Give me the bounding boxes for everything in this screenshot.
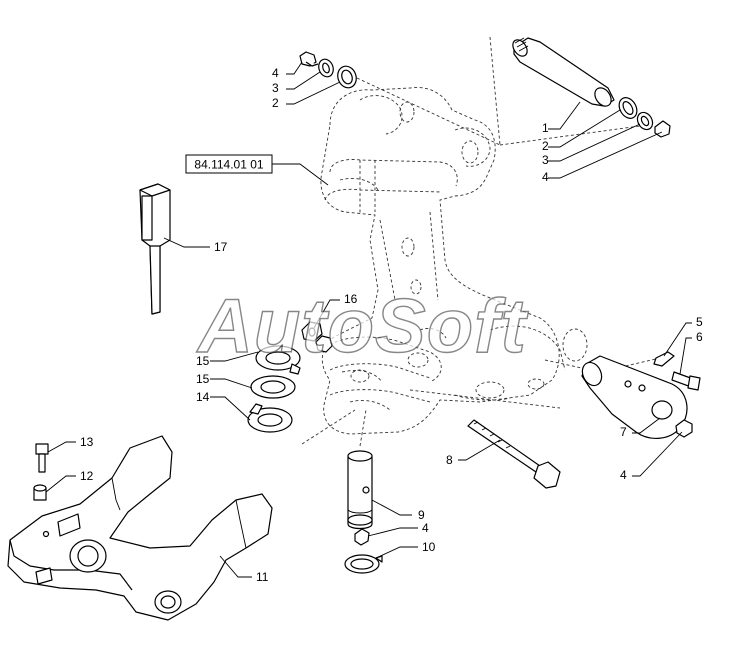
callout-c16: 16 [344, 292, 358, 306]
watermark-text: AutoSoft [196, 284, 528, 369]
top-left-bolt [299, 51, 319, 67]
bolt-6 [671, 371, 701, 391]
pivot-pin-7 [581, 355, 688, 439]
bracket-17 [139, 183, 171, 315]
callout-c6: 6 [696, 330, 703, 344]
leader-lines [45, 61, 692, 578]
bolt-8 [467, 419, 561, 489]
callout-c3b: 3 [542, 153, 549, 167]
shim-15-mid [250, 375, 296, 399]
callout-c2a: 2 [272, 96, 279, 110]
callout-c17: 17 [214, 240, 228, 254]
spacer-12 [33, 484, 47, 501]
top-left-snap-ring [337, 65, 357, 89]
callout-c4a: 4 [272, 66, 279, 80]
top-right-pin [512, 37, 615, 107]
nipple-4-bottom [354, 528, 370, 546]
callout-c8: 8 [446, 453, 453, 467]
reference-label: 84.114.01 01 [194, 158, 264, 172]
callout-c4b: 4 [542, 170, 549, 184]
callout-c10: 10 [422, 540, 436, 554]
top-left-washer [318, 58, 334, 78]
callout-c15b: 15 [196, 372, 210, 386]
callout-c15a: 15 [196, 354, 210, 368]
callout-c2b: 2 [542, 139, 549, 153]
washer-5 [653, 351, 675, 367]
callout-c3a: 3 [272, 81, 279, 95]
nut-16b [315, 335, 333, 353]
top-right-snap-ring [618, 97, 638, 119]
callout-c11: 11 [256, 570, 269, 584]
callout-c5: 5 [696, 315, 703, 329]
snap-ring-10 [344, 554, 383, 574]
bolt-13 [35, 443, 49, 473]
callout-c4c: 4 [620, 468, 627, 482]
shim-15-top [255, 345, 301, 375]
callout-c12: 12 [80, 469, 94, 483]
shim-14 [247, 403, 293, 433]
callout-c4d: 4 [422, 521, 429, 535]
nipple-4-right [675, 419, 693, 438]
callout-c1: 1 [542, 121, 549, 135]
top-right-washer [636, 111, 654, 131]
pin-9 [347, 450, 373, 530]
callout-c14: 14 [196, 390, 210, 404]
callout-c7: 7 [620, 425, 627, 439]
callout-c13: 13 [80, 435, 94, 449]
callout-c9: 9 [418, 508, 425, 522]
arm-11 [7, 435, 273, 621]
nut-16 [301, 321, 323, 342]
reference-box: 84.114.01 01 [185, 154, 273, 174]
